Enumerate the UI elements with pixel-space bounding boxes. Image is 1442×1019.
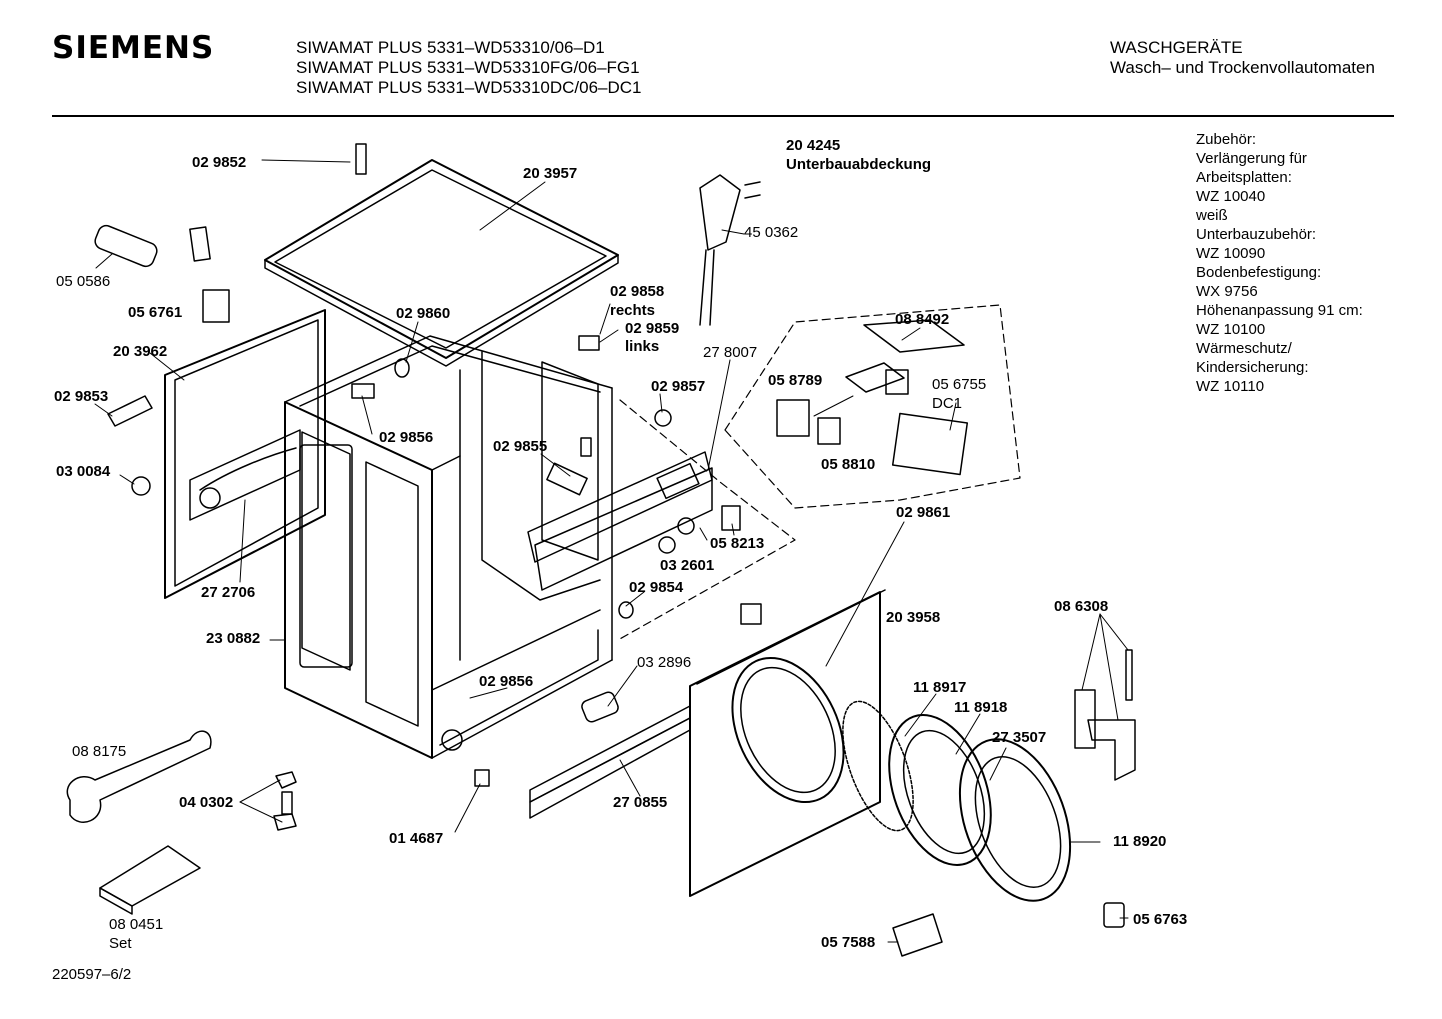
part-label: 45 0362 [744,224,798,241]
part-label: 20 4245 [786,137,840,154]
accessory-line: WZ 10100 [1196,321,1266,338]
accessory-line: Verlängerung für [1196,150,1307,167]
cabinet-drawing [284,335,613,759]
part-label: 27 0855 [613,794,667,811]
header-divider [52,115,1394,117]
wrench-drawing [66,730,212,823]
part-label: 02 9855 [493,438,547,455]
screws-drawing [273,771,297,831]
kick-strip-drawing [529,705,691,819]
model-line: SIWAMAT PLUS 5331–WD53310DC/06–DC1 [296,78,642,97]
part-label: 05 6755 [932,376,986,393]
drawing-code: 220597–6/2 [52,966,132,983]
power-plug-drawing [699,174,761,326]
accessory-line: Höhenanpassung 91 cm: [1196,302,1363,319]
part-label: 02 9854 [629,579,684,596]
accessory-line: Arbeitsplatten: [1196,169,1292,186]
part-label: 02 9861 [896,504,950,521]
accessory-line: Wärmeschutz/ [1196,340,1292,357]
part-label: 05 8213 [710,535,764,552]
part-label: Unterbauabdeckung [786,156,931,173]
part-label: 20 3962 [113,343,167,360]
part-label: 27 2706 [201,584,255,601]
guide-dash-left [617,399,796,641]
accessory-line: Zubehör: [1196,131,1257,148]
part-label: Set [109,935,132,952]
part-label: links [625,338,659,355]
part-label: 08 8492 [895,311,949,328]
electrical-parts-outline [724,304,1021,509]
top-cover-drawing [264,159,619,367]
part-label: 05 6761 [128,304,182,321]
model-list: SIWAMAT PLUS 5331–WD53310/06–D1 SIWAMAT … [296,38,642,98]
part-label: 03 2601 [660,557,714,574]
small-components [94,143,1136,957]
part-label: 04 0302 [179,794,233,811]
model-line: SIWAMAT PLUS 5331–WD53310/06–D1 [296,38,605,57]
part-label: 02 9860 [396,305,450,322]
part-label: 23 0882 [206,630,260,647]
model-line: SIWAMAT PLUS 5331–WD53310FG/06–FG1 [296,58,640,77]
part-label: 02 9853 [54,388,108,405]
part-label: DC1 [932,395,962,412]
part-label: 11 8920 [1113,833,1166,850]
part-label: 03 0084 [56,463,111,480]
leader-lines [94,159,1129,943]
category-subtitle: Wasch– und Trockenvollautomaten [1110,58,1375,77]
part-label: 05 8810 [821,456,875,473]
part-label: 05 6763 [1133,911,1187,928]
part-label: rechts [610,302,655,319]
accessory-line: Unterbauzubehör: [1196,226,1317,243]
part-label: 05 7588 [821,934,875,951]
part-label: 02 9857 [651,378,705,395]
brand-logo: SIEMENS [52,30,215,66]
category-block: WASCHGERÄTE Wasch– und Trockenvollautoma… [1110,38,1375,78]
part-label: 02 9859 [625,320,679,337]
part-label: 11 8918 [954,699,1007,716]
accessory-line: weiß [1196,207,1228,224]
accessory-line: WZ 10110 [1196,378,1265,395]
part-label: 20 3958 [886,609,940,626]
accessory-line: WX 9756 [1196,283,1258,300]
front-panel-drawing [689,589,886,897]
accessory-line: Bodenbefestigung: [1196,264,1322,281]
part-label: 27 3507 [992,729,1046,746]
part-label: 02 9858 [610,283,664,300]
accessory-line: WZ 10040 [1196,188,1266,205]
category-title: WASCHGERÄTE [1110,38,1243,57]
part-label: 08 6308 [1054,598,1108,615]
control-frame-drawing [527,451,713,591]
part-label: 02 9856 [379,429,433,446]
spacer-set-drawing [99,845,201,915]
part-label: 02 9852 [192,154,246,171]
accessory-line: WZ 10090 [1196,245,1266,262]
accessory-line: Kindersicherung: [1196,359,1309,376]
part-label: 05 8789 [768,372,822,389]
part-label: 01 4687 [389,830,443,847]
part-label: 27 8007 [703,344,757,361]
part-label: 08 0451 [109,916,163,933]
part-labels: 02 9852 20 3957 20 4245 Unterbauabdeckun… [54,137,1187,952]
door-rings-drawing [842,700,1072,902]
side-panel-drawing [164,309,326,599]
accessories-list: Zubehör: Verlängerung für Arbeitsplatten… [1196,130,1363,396]
part-label: 03 2896 [637,654,691,671]
part-label: 11 8917 [913,679,966,696]
part-label: 08 8175 [72,743,126,760]
part-label: 05 0586 [56,273,110,290]
part-label: 02 9856 [479,673,533,690]
part-label: 20 3957 [523,165,577,182]
